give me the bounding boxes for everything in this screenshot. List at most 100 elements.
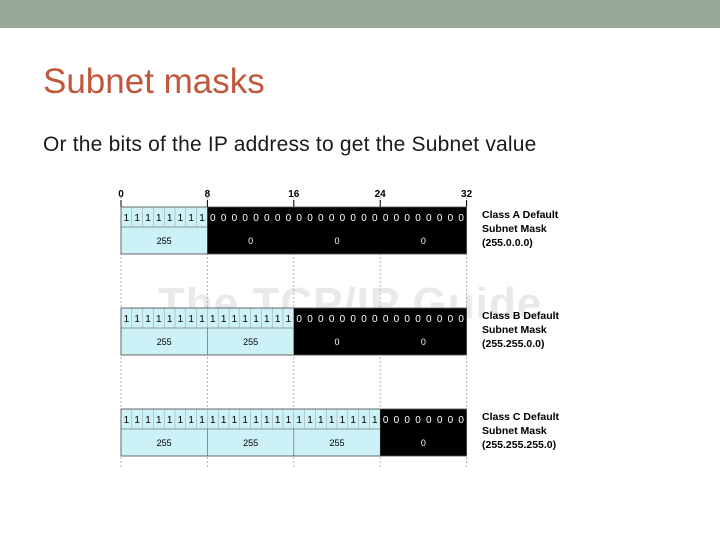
mask-bit-digit: 0 <box>372 213 378 224</box>
mask-zeros-region <box>207 207 467 254</box>
mask-bit-digit: 1 <box>145 213 151 224</box>
octet-decimal-value: 255 <box>157 337 172 347</box>
mask-row-outline <box>120 307 468 356</box>
mask-bit-digit: 1 <box>188 314 194 325</box>
mask-bit-digit: 0 <box>448 314 454 325</box>
mask-bit-digit: 1 <box>145 415 151 426</box>
mask-class-label: (255.255.255.0) <box>482 439 556 451</box>
mask-bit-digit: 1 <box>253 314 259 325</box>
octet-decimal-value: 0 <box>421 438 426 448</box>
mask-bit-digit: 0 <box>426 415 432 426</box>
mask-bit-digit: 1 <box>210 314 216 325</box>
mask-bit-digit: 0 <box>307 213 313 224</box>
mask-row-outline <box>120 206 468 255</box>
mask-class-label: Subnet Mask <box>482 425 547 437</box>
mask-bit-digit: 0 <box>437 415 443 426</box>
mask-bit-digit: 1 <box>134 415 140 426</box>
mask-bit-digit: 0 <box>404 213 410 224</box>
mask-bit-digit: 0 <box>210 213 216 224</box>
mask-class-label: (255.255.0.0) <box>482 338 544 350</box>
mask-bit-digit: 0 <box>458 314 464 325</box>
mask-bit-digit: 1 <box>264 415 270 426</box>
mask-bit-digit: 0 <box>318 314 324 325</box>
mask-bit-digit: 1 <box>307 415 313 426</box>
mask-bit-digit: 0 <box>232 213 238 224</box>
mask-bit-digit: 0 <box>437 314 443 325</box>
mask-bit-digit: 0 <box>448 415 454 426</box>
octet-decimal-value: 255 <box>157 438 172 448</box>
mask-bit-digit: 0 <box>415 415 421 426</box>
mask-bit-digit: 1 <box>156 213 162 224</box>
mask-bit-digit: 1 <box>134 213 140 224</box>
mask-bit-digit: 0 <box>242 213 248 224</box>
mask-class-label: Class B Default <box>482 310 560 322</box>
mask-bit-digit: 1 <box>199 213 205 224</box>
octet-decimal-value: 255 <box>243 438 258 448</box>
mask-bit-digit: 0 <box>296 314 302 325</box>
octet-decimal-value: 0 <box>334 236 339 246</box>
bit-tick-label: 32 <box>461 189 473 200</box>
mask-bit-digit: 1 <box>178 213 184 224</box>
mask-class-label: Subnet Mask <box>482 223 547 235</box>
mask-class-label: (255.0.0.0) <box>482 237 533 249</box>
mask-row-outline <box>120 408 468 457</box>
mask-zeros-region <box>380 409 467 456</box>
mask-bit-digit: 1 <box>188 415 194 426</box>
mask-bit-digit: 1 <box>167 213 173 224</box>
mask-bit-digit: 1 <box>253 415 259 426</box>
mask-bit-digit: 0 <box>448 213 454 224</box>
mask-zeros-region <box>293 308 467 355</box>
top-accent-bar <box>0 0 720 28</box>
mask-class-label: Class C Default <box>482 411 560 423</box>
mask-bit-digit: 0 <box>394 415 400 426</box>
mask-bit-digit: 0 <box>404 415 410 426</box>
mask-bit-digit: 1 <box>232 314 238 325</box>
slide-subtitle: Or the bits of the IP address to get the… <box>43 133 537 156</box>
bit-tick-label: 24 <box>375 189 387 200</box>
mask-bit-digit: 0 <box>426 213 432 224</box>
octet-decimal-value: 0 <box>248 236 253 246</box>
mask-bit-digit: 0 <box>415 314 421 325</box>
mask-bit-digit: 0 <box>415 213 421 224</box>
slide-title: Subnet masks <box>43 62 265 101</box>
mask-bit-digit: 0 <box>221 213 227 224</box>
mask-bit-digit: 1 <box>275 314 281 325</box>
mask-bit-digit: 1 <box>188 213 194 224</box>
mask-bit-digit: 1 <box>145 314 151 325</box>
mask-bit-digit: 1 <box>221 314 227 325</box>
mask-bit-digit: 0 <box>383 415 389 426</box>
octet-decimal-value: 0 <box>421 337 426 347</box>
octet-decimal-value: 255 <box>157 236 172 246</box>
octet-decimal-value: 255 <box>243 337 258 347</box>
mask-bit-digit: 1 <box>178 314 184 325</box>
mask-bit-digit: 1 <box>275 415 281 426</box>
mask-bit-digit: 1 <box>199 314 205 325</box>
mask-bit-digit: 0 <box>361 314 367 325</box>
mask-bit-digit: 1 <box>156 415 162 426</box>
mask-bit-digit: 0 <box>340 314 346 325</box>
mask-bit-digit: 0 <box>458 415 464 426</box>
octet-decimal-value: 0 <box>334 337 339 347</box>
bit-tick-label: 16 <box>288 189 300 200</box>
mask-bit-digit: 1 <box>286 415 292 426</box>
mask-bit-digit: 0 <box>361 213 367 224</box>
mask-bit-digit: 1 <box>124 213 130 224</box>
mask-bit-digit: 1 <box>242 314 248 325</box>
mask-bit-digit: 0 <box>275 213 281 224</box>
mask-bit-digit: 1 <box>340 415 346 426</box>
mask-bit-digit: 1 <box>372 415 378 426</box>
mask-bit-digit: 1 <box>242 415 248 426</box>
mask-bit-digit: 1 <box>221 415 227 426</box>
bit-tick-label: 0 <box>118 189 124 200</box>
mask-bit-digit: 0 <box>264 213 270 224</box>
mask-bit-digit: 0 <box>350 314 356 325</box>
mask-bit-digit: 0 <box>372 314 378 325</box>
mask-bit-digit: 0 <box>404 314 410 325</box>
mask-bit-digit: 0 <box>437 213 443 224</box>
mask-bit-digit: 0 <box>329 314 335 325</box>
mask-bit-digit: 0 <box>296 213 302 224</box>
mask-bit-digit: 0 <box>458 213 464 224</box>
mask-bit-digit: 0 <box>340 213 346 224</box>
mask-bit-digit: 1 <box>329 415 335 426</box>
mask-bit-digit: 1 <box>134 314 140 325</box>
